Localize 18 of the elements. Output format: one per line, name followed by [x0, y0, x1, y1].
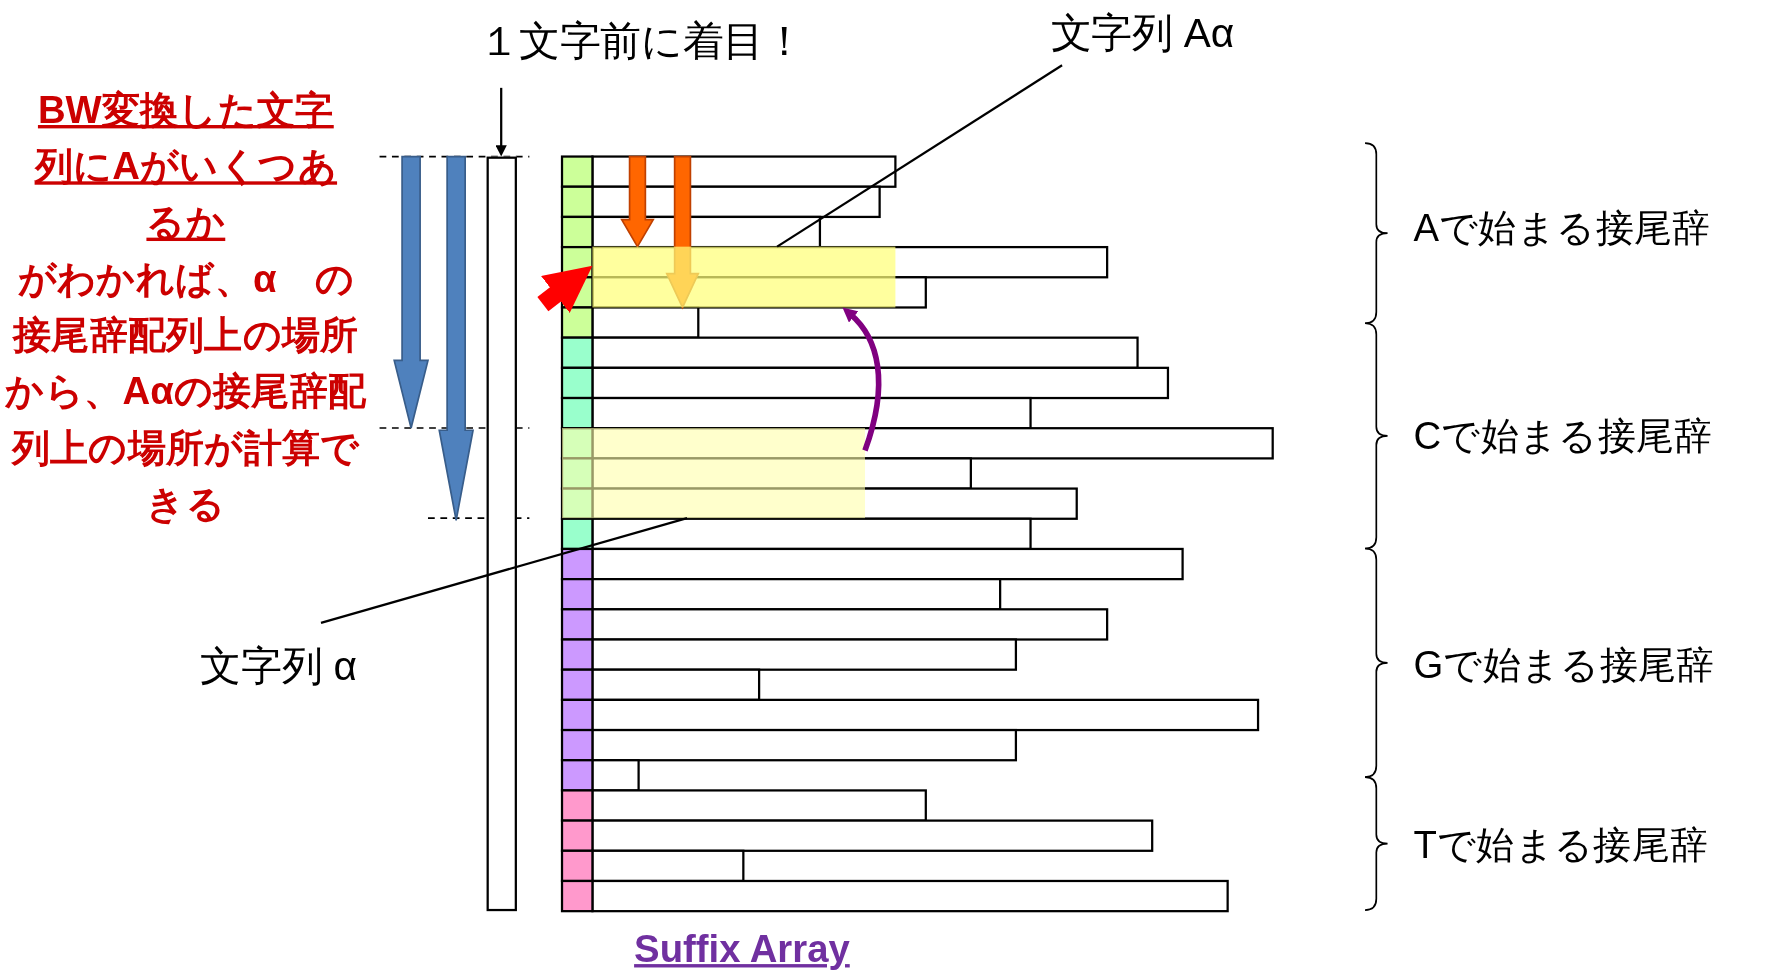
- leader-line: [320, 517, 688, 624]
- arrow: [842, 307, 882, 452]
- group-label: Cで始まる接尾辞: [1413, 413, 1713, 460]
- highlighted-rows: [562, 428, 865, 519]
- bwt-column: [486, 156, 517, 912]
- arrow: [495, 87, 507, 157]
- arrow: [537, 265, 593, 313]
- caption-text: Suffix Array: [634, 926, 850, 971]
- group-label: Gで始まる接尾辞: [1413, 642, 1715, 688]
- callout-text: 文字列 Aα: [1050, 9, 1235, 58]
- group-label: Tで始まる接尾辞: [1413, 822, 1709, 869]
- note-text: がわかれば、α の接尾辞配列上の場所から、Aαの接尾辞配列上の場所が計算できる: [4, 255, 368, 527]
- group-label: Aで始まる接尾辞: [1413, 205, 1711, 251]
- leader-line: [776, 64, 1063, 248]
- callout-text: 文字列 α: [200, 642, 357, 691]
- highlighted-rows: [592, 246, 896, 308]
- callout-text: １文字前に着目！: [478, 16, 805, 66]
- note-text: BW変換した文字列にAがいくつあるか: [33, 86, 339, 246]
